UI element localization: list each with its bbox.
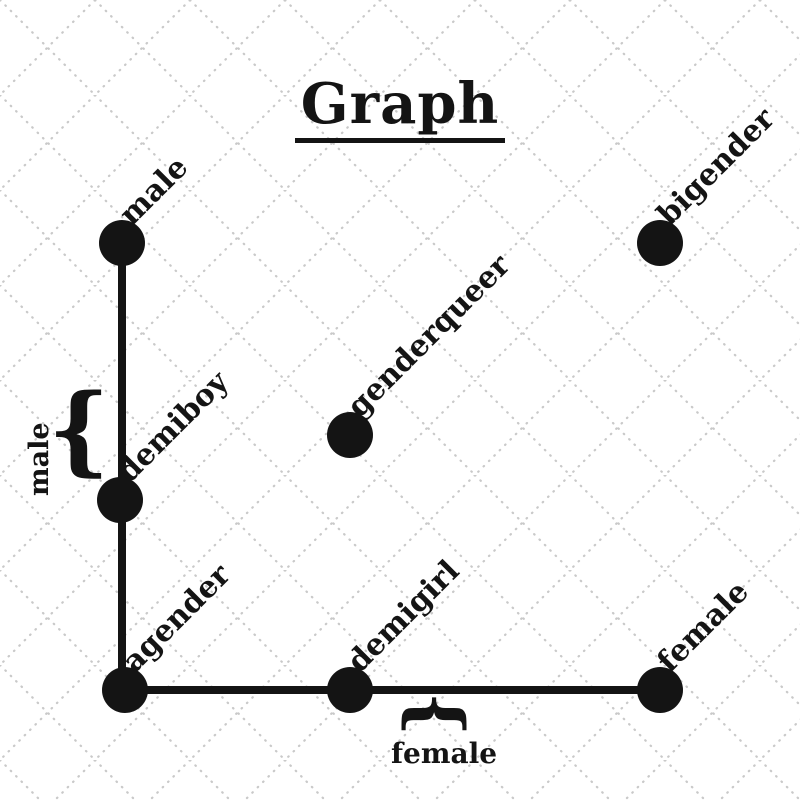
node-demiboy-dot: [97, 477, 143, 523]
edge-male-demiboy-agender: [118, 243, 126, 690]
node-genderqueer-dot: [327, 412, 373, 458]
bottom-brace-icon: {: [396, 691, 479, 737]
node-bigender-dot: [637, 220, 683, 266]
edge-agender-demigirl-female: [125, 686, 660, 694]
diagram-title: Graph: [0, 76, 800, 143]
left-brace-icon: {: [48, 373, 110, 486]
left-brace-label: male: [24, 422, 55, 497]
node-demigirl-dot: [327, 667, 373, 713]
diagram-title-text: Graph: [294, 76, 506, 143]
node-agender-dot: [102, 667, 148, 713]
bottom-brace-label: female: [390, 737, 498, 770]
node-male-dot: [99, 220, 145, 266]
node-female-dot: [637, 667, 683, 713]
